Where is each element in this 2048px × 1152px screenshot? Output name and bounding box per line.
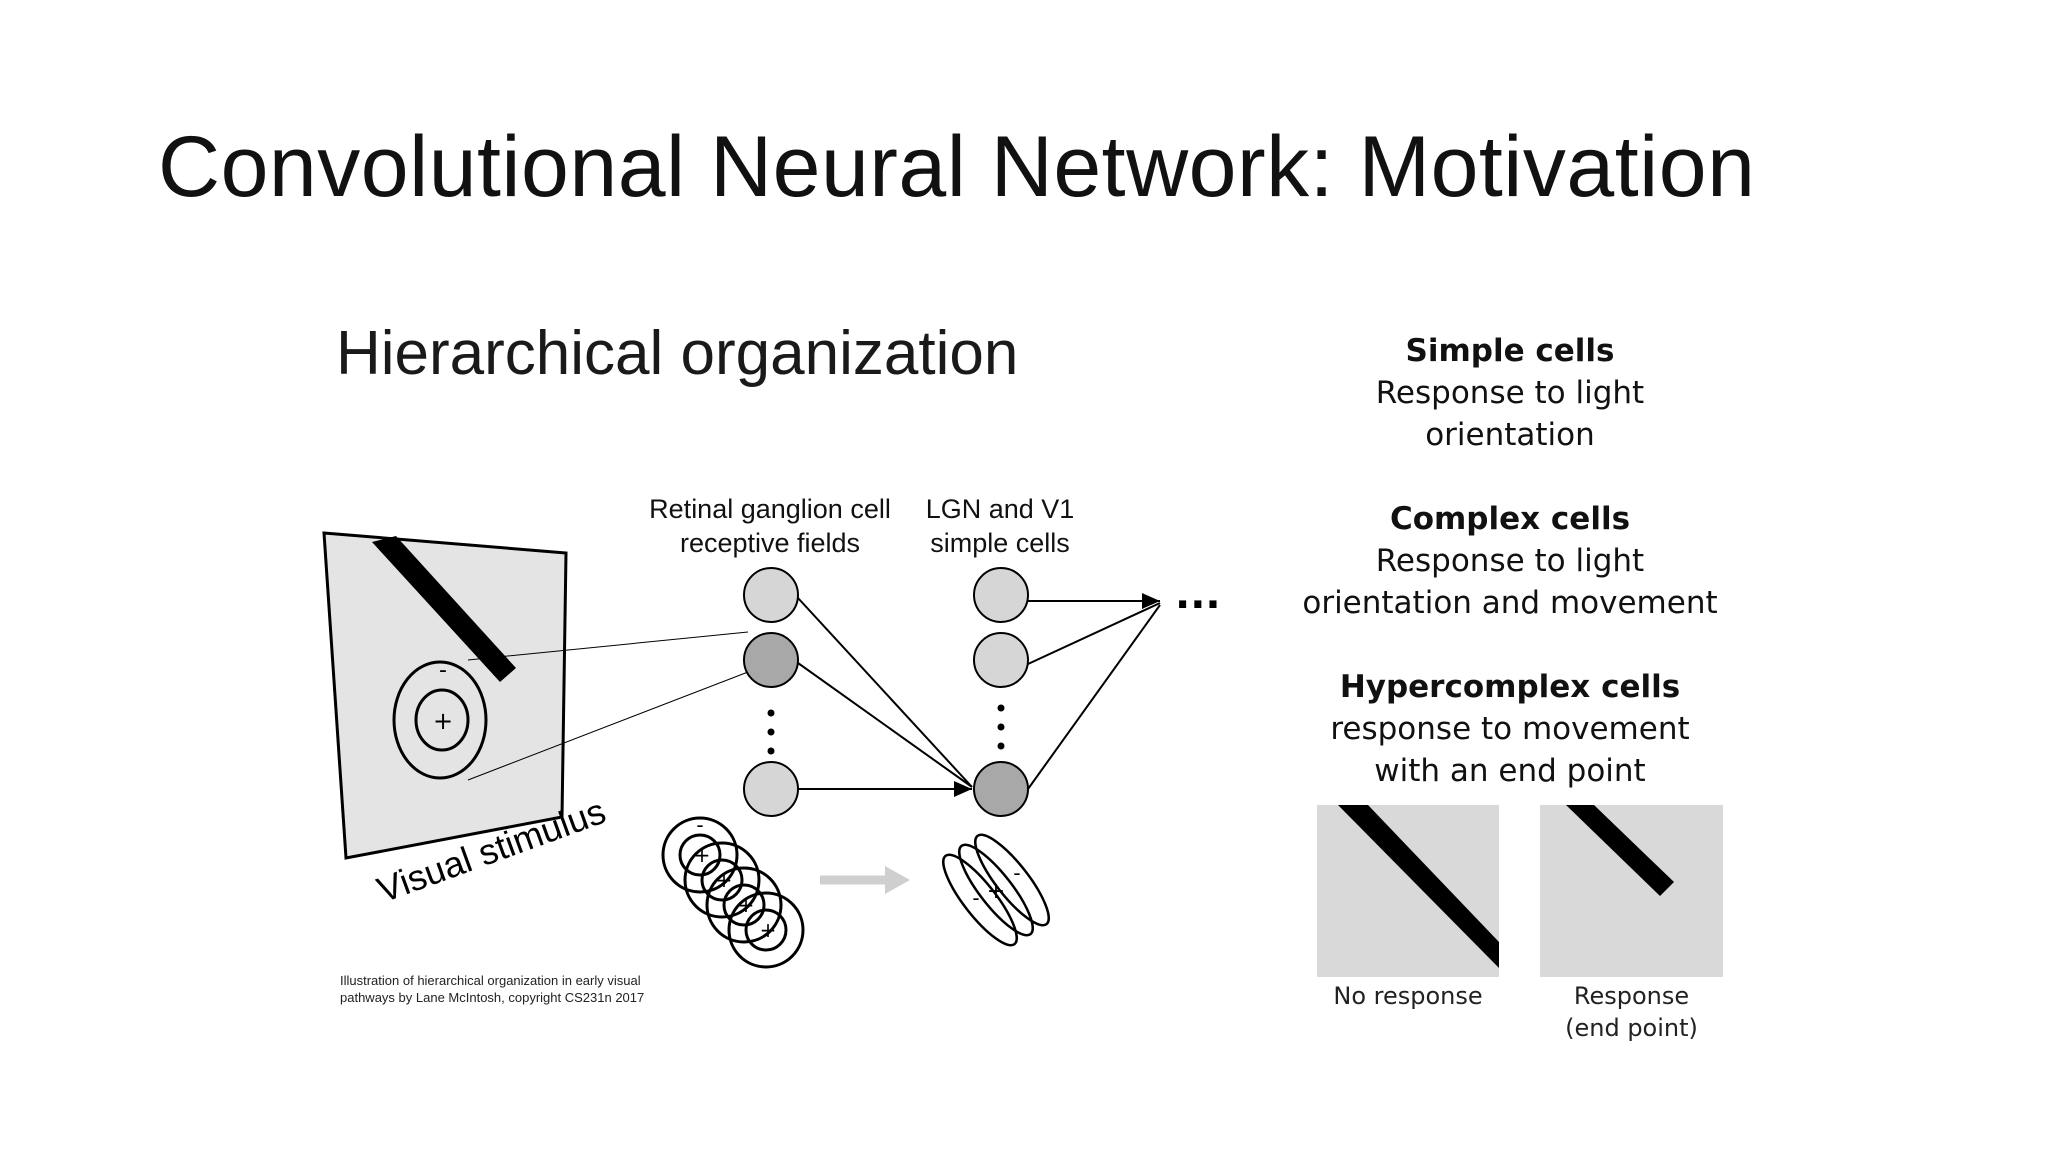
cluster-plus-sign: + — [716, 868, 733, 892]
simple-cells-block: Simple cells Response to light orientati… — [1290, 330, 1730, 456]
response-label-line2: (end point) — [1530, 1012, 1733, 1044]
retinal-node — [744, 568, 798, 622]
ellipsis: ... — [1175, 572, 1221, 618]
figure-caption: Illustration of hierarchical organizatio… — [340, 972, 700, 1006]
elongated-minus-sign: - — [972, 886, 979, 910]
no-response-label: No response — [1300, 980, 1516, 1012]
simple-cells-line1: Response to light — [1290, 372, 1730, 414]
column-dot — [998, 743, 1005, 750]
caption-line2: pathways by Lane McIntosh, copyright CS2… — [340, 989, 700, 1006]
connection-arrow — [798, 663, 972, 787]
stimulus-panel — [324, 533, 566, 858]
cluster-plus-sign: + — [738, 893, 755, 917]
complex-cells-line2: orientation and movement — [1290, 582, 1730, 624]
cluster-plus-sign: + — [694, 843, 711, 867]
simple-cells-heading: Simple cells — [1290, 330, 1730, 372]
lgn-node — [974, 633, 1028, 687]
hypercomplex-cells-heading: Hypercomplex cells — [1290, 666, 1730, 708]
complex-cells-block: Complex cells Response to light orientat… — [1290, 498, 1730, 624]
cluster-plus-sign: + — [760, 918, 777, 942]
caption-line1: Illustration of hierarchical organizatio… — [340, 972, 700, 989]
no-response-label-line1: No response — [1300, 980, 1516, 1012]
retinal-node-active — [744, 633, 798, 687]
complex-cells-line1: Response to light — [1290, 540, 1730, 582]
response-label: Response (end point) — [1530, 980, 1733, 1044]
connection-arrow — [798, 598, 972, 787]
column-dot — [768, 729, 775, 736]
column-dot — [768, 710, 775, 717]
cluster-minus-sign: - — [696, 813, 703, 837]
column-dot — [768, 748, 775, 755]
column-dot — [998, 724, 1005, 731]
complex-cells-heading: Complex cells — [1290, 498, 1730, 540]
column-dot — [998, 705, 1005, 712]
elongated-minus-sign: - — [1013, 861, 1020, 885]
hypercomplex-cells-line1: response to movement — [1290, 708, 1730, 750]
stimulus-minus-sign: - — [439, 658, 447, 683]
no-response-panel — [1317, 805, 1499, 977]
simple-cells-line2: orientation — [1290, 414, 1730, 456]
elongated-plus-sign: + — [987, 879, 1005, 904]
response-label-line1: Response — [1530, 980, 1733, 1012]
hypercomplex-cells-line2: with an end point — [1290, 750, 1730, 792]
lgn-node-active — [974, 762, 1028, 816]
lgn-node — [974, 568, 1028, 622]
center-surround-cluster — [663, 818, 803, 967]
stimulus-plus-sign: + — [433, 707, 453, 735]
gray-arrow-head — [885, 866, 910, 894]
hypercomplex-cells-block: Hypercomplex cells response to movement … — [1290, 666, 1730, 792]
response-panel — [1540, 805, 1723, 977]
retinal-node — [744, 762, 798, 816]
